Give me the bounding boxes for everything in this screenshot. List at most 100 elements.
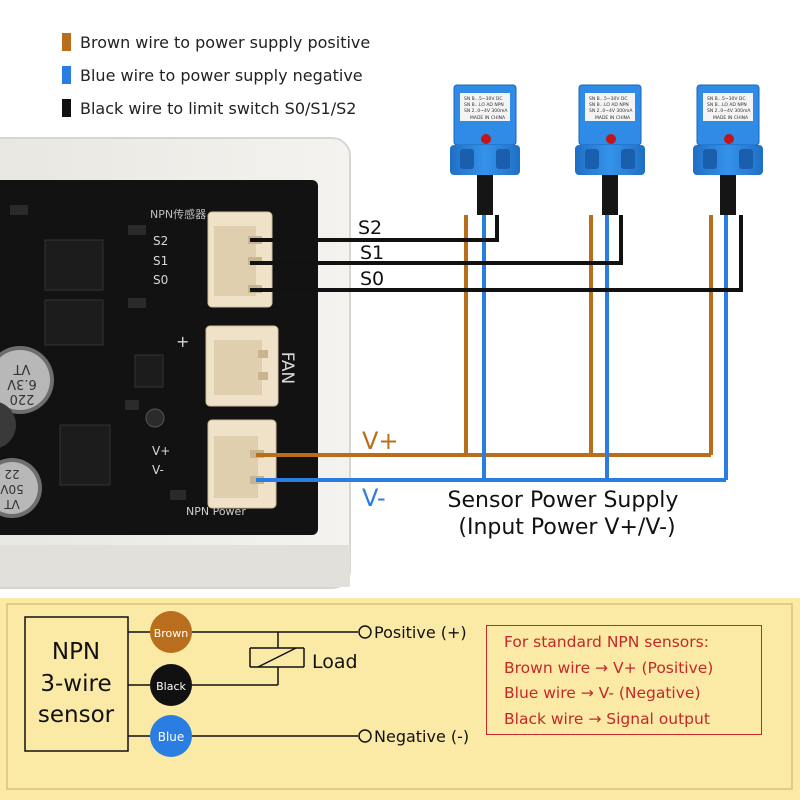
sensor-slot xyxy=(621,149,635,169)
pin-label-s2: S2 xyxy=(153,234,168,248)
black-wire-s1 xyxy=(250,215,623,265)
sensor-box-line: sensor xyxy=(38,702,115,728)
cap-label: VT xyxy=(14,361,31,376)
legend-swatch-blue xyxy=(62,66,71,84)
legend-text-brown: Brown wire to power supply positive xyxy=(80,32,371,52)
controller-board: 220 6.3V VT 22 50V VT NPN传感器 S2 S1 S0 + … xyxy=(0,137,351,589)
legend-brown: Brown wire to power supply positive xyxy=(62,29,482,55)
legend-swatch-black xyxy=(62,99,71,117)
wire-label-s1: S1 xyxy=(360,242,384,264)
schematic-panel: NPN 3-wire sensor Load Positive (+) Nega… xyxy=(0,598,800,800)
wire-label-vplus: V+ xyxy=(362,427,399,455)
supply-caption-line1: Sensor Power Supply xyxy=(448,488,679,513)
wire-label-s0: S0 xyxy=(360,268,384,290)
sensor-led xyxy=(481,134,491,144)
note-line: Blue wire → V- (Negative) xyxy=(504,684,701,702)
sensor-label-line: SN B...LO AD NPN xyxy=(589,102,629,108)
resistor xyxy=(10,205,28,215)
black-dot-label: Black xyxy=(156,680,186,693)
note-line: For standard NPN sensors: xyxy=(504,633,709,651)
power-connector xyxy=(207,419,277,509)
resistor xyxy=(128,298,146,308)
ic-chip xyxy=(44,299,104,346)
load-label: Load xyxy=(312,651,358,673)
positive-label: Positive (+) xyxy=(374,623,467,642)
terminal-positive xyxy=(358,625,372,639)
wires xyxy=(250,215,743,482)
sensor-label-line: MADE IN CHINA xyxy=(713,115,749,121)
pin-label-vplus: V+ xyxy=(152,444,170,458)
sensor-label-line: SN B...LO AD NPN xyxy=(464,102,504,108)
wire-label-vminus: V- xyxy=(362,484,386,512)
capacitor-22uf: 22 50V VT xyxy=(0,458,42,518)
signal-connector xyxy=(207,211,273,308)
sensor-led xyxy=(606,134,616,144)
supply-caption-line2: (Input Power V+/V-) xyxy=(458,515,675,540)
sensor-label xyxy=(703,93,753,121)
sensor-slot xyxy=(496,149,510,169)
legend-swatch-brown xyxy=(62,33,71,51)
negative-label: Negative (-) xyxy=(374,727,469,746)
pin-label-vminus: V- xyxy=(152,463,164,477)
black-wire-s0 xyxy=(250,215,743,292)
black-wire-s2 xyxy=(250,215,499,242)
transistor xyxy=(134,354,164,388)
sensor-box-line: NPN xyxy=(52,639,100,665)
sensor-label xyxy=(585,93,635,121)
legend-text-black: Black wire to limit switch S0/S1/S2 xyxy=(80,98,357,118)
sensor-label-line: SN B...5~30V DC xyxy=(707,96,746,102)
sensor-label-line: SN 2..0~4V 300mA xyxy=(589,108,633,114)
sensor-slot xyxy=(585,149,599,169)
brown-dot-label: Brown xyxy=(154,627,189,640)
pin-label-s1: S1 xyxy=(153,254,168,268)
enclosure-floor xyxy=(0,545,350,587)
blue-dot xyxy=(150,715,192,757)
cap-label: 6.3V xyxy=(7,376,37,391)
pin-label-s0: S0 xyxy=(153,273,168,287)
sensor-label-line: SN 2..0~4V 300mA xyxy=(464,108,508,114)
sensor-slot xyxy=(460,149,474,169)
resistor xyxy=(125,400,139,410)
wire-label-s2: S2 xyxy=(358,217,382,239)
mounting-hole xyxy=(145,408,165,428)
ic-chip xyxy=(44,239,104,291)
inductor xyxy=(0,402,16,448)
sensor-cable-stub xyxy=(602,175,618,215)
brown-dot xyxy=(150,611,192,653)
sensor-slot xyxy=(703,149,717,169)
sensor-slot xyxy=(739,149,753,169)
npn-note-box: For standard NPN sensors: Brown wire → V… xyxy=(486,625,762,735)
sensor-label-line: MADE IN CHINA xyxy=(470,115,506,121)
ic-chip xyxy=(59,424,111,486)
sensor-2: SN B...5~30V DC SN B...LO AD NPN SN 2..0… xyxy=(575,84,645,215)
fan-label: FAN xyxy=(277,352,297,385)
silk-top: NPN传感器 xyxy=(150,208,206,221)
terminal-negative xyxy=(358,729,372,743)
note-line: Brown wire → V+ (Positive) xyxy=(504,658,714,677)
sensor-label-line: SN B...LO AD NPN xyxy=(707,102,747,108)
cap-label: 220 xyxy=(10,391,35,406)
capacitor-220uf: 220 6.3V VT xyxy=(0,346,54,414)
legend-text-blue: Blue wire to power supply negative xyxy=(80,65,363,85)
sensor-cable-stub xyxy=(477,175,493,215)
schematic-frame xyxy=(6,603,793,790)
sensor-cable-stub xyxy=(720,175,736,215)
black-dot xyxy=(150,664,192,706)
resistor xyxy=(128,225,146,235)
cap-label: 22 xyxy=(4,467,19,481)
sensor-label xyxy=(460,93,510,121)
sensor-led xyxy=(724,134,734,144)
sensor-box-line: 3-wire xyxy=(40,671,111,697)
sensor-3: SN B...5~30V DC SN B...LO AD NPN SN 2..0… xyxy=(693,84,763,215)
cap-label: VT xyxy=(4,497,20,511)
pin-label-plus: + xyxy=(176,332,189,351)
sensor-label-line: SN B...5~30V DC xyxy=(589,96,628,102)
note-line: Black wire → Signal output xyxy=(504,709,710,728)
sensor-label-line: SN 2..0~4V 300mA xyxy=(707,108,751,114)
sensor-1: SN B...5~30V DC SN B...LO AD NPN SN 2..0… xyxy=(450,84,520,215)
sensor-label-line: SN B...5~30V DC xyxy=(464,96,503,102)
cap-label: 50V xyxy=(0,482,24,496)
legend-blue: Blue wire to power supply negative xyxy=(62,62,482,88)
